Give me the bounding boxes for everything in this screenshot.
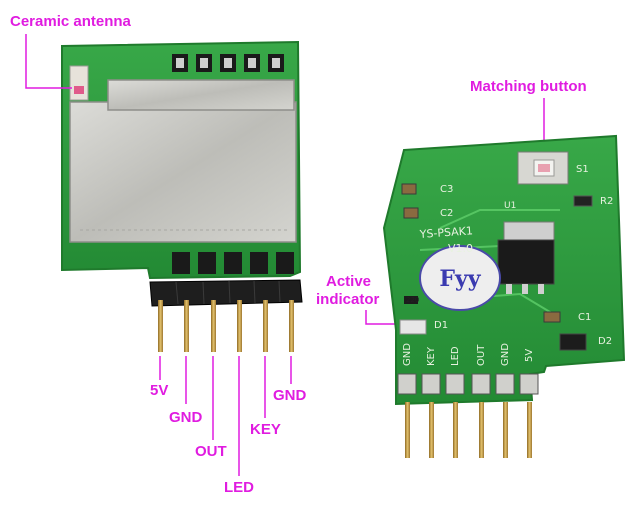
pin-label-out: OUT (195, 443, 227, 460)
silk-c2: C2 (440, 208, 453, 219)
right-pin-pads (397, 373, 539, 395)
silk-pin-out: OUT (476, 344, 487, 366)
pin-label-key: KEY (250, 421, 281, 438)
header-pins-gold (158, 300, 294, 352)
pin-label-led: LED (224, 479, 254, 496)
voltage-regulator (497, 221, 555, 294)
pin-label-5v: 5V (150, 382, 169, 399)
silk-model: YS-PSAK1 (418, 224, 473, 241)
callout-ceramic-antenna: Ceramic antenna (10, 13, 131, 30)
callout-active-indicator-line2: indicator (316, 291, 380, 308)
silk-c1: C1 (578, 312, 591, 323)
silk-d1: D1 (434, 320, 448, 331)
silk-pin-key: KEY (426, 346, 437, 366)
pin-label-gnd-1: GND (169, 409, 203, 426)
ceramic-antenna-chip (69, 65, 89, 101)
pin-label-gnd-2: GND (273, 387, 307, 404)
left-module-board (61, 40, 303, 352)
rf-shield-can (69, 79, 297, 243)
right-module-board: Fyy C3 C2 U1 S1 R2 YS-PSAK1 V1.0 220 D1 … (382, 134, 626, 458)
smd-components (399, 183, 593, 351)
logo-text: Fyy (439, 266, 481, 292)
silk-version: V1.0 (448, 242, 473, 255)
fyy-logo: Fyy (419, 245, 501, 311)
silk-s1: S1 (576, 164, 589, 175)
silk-r-small: 220 (406, 296, 419, 304)
pin-header-black (149, 279, 303, 307)
right-header-pins-gold (405, 402, 532, 458)
silk-pin-gnd-b: GND (500, 343, 511, 366)
silk-c3: C3 (440, 184, 453, 195)
silk-pin-led: LED (450, 346, 461, 366)
silk-pin-5v: 5V (524, 349, 535, 362)
silk-r2: R2 (600, 196, 613, 207)
left-pin-leaders (159, 356, 292, 476)
silk-u1: U1 (504, 201, 516, 211)
top-pin-pads (172, 54, 284, 72)
matching-push-button (517, 151, 569, 185)
silk-d2: D2 (598, 336, 612, 347)
silk-pin-gnd-a: GND (402, 343, 413, 366)
callout-matching-button: Matching button (470, 78, 587, 95)
bottom-pin-pads (172, 252, 294, 274)
callout-active-indicator-line1: Active (326, 273, 372, 290)
